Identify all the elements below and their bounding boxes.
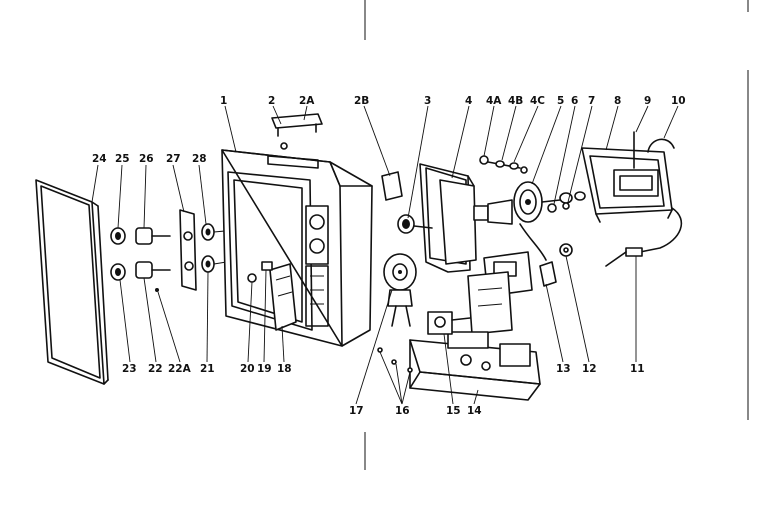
label-3: 3 — [424, 95, 431, 107]
neck-parts — [547, 202, 570, 213]
front-panel — [35, 179, 109, 385]
label-11: 11 — [630, 363, 645, 375]
main-chassis — [409, 331, 541, 401]
label-7: 7 — [588, 95, 595, 107]
label-9: 9 — [644, 95, 651, 107]
label-21: 21 — [200, 363, 215, 375]
label-26: 26 — [139, 153, 154, 165]
label-17: 17 — [349, 405, 364, 417]
carry-handle — [271, 113, 323, 150]
tuner — [427, 311, 471, 335]
label-27: 27 — [166, 153, 181, 165]
knob-bracket — [179, 209, 197, 291]
label-23: 23 — [122, 363, 137, 375]
label-4a: 4A — [486, 95, 502, 107]
control-knobs — [110, 227, 171, 292]
label-4c: 4C — [530, 95, 545, 107]
page-edge-marks — [364, 0, 749, 470]
back-cover — [581, 131, 675, 223]
label-24: 24 — [92, 153, 107, 165]
deflection-yoke — [513, 181, 586, 261]
label-20: 20 — [240, 363, 255, 375]
cabinet — [221, 149, 373, 347]
flyback-unit — [467, 251, 533, 335]
power-cord — [605, 207, 683, 267]
label-5: 5 — [557, 95, 564, 107]
label-4b: 4B — [508, 95, 523, 107]
label-13: 13 — [556, 363, 571, 375]
label-2: 2 — [268, 95, 275, 107]
leader-lines — [91, 105, 679, 405]
label-6: 6 — [571, 95, 578, 107]
tube-socket — [397, 214, 433, 234]
label-22a: 22A — [168, 363, 192, 375]
label-14: 14 — [467, 405, 482, 417]
label-2b: 2B — [354, 95, 369, 107]
label-4: 4 — [465, 95, 472, 107]
label-8: 8 — [614, 95, 621, 107]
part-labels: 1 2 2A 2B 3 4 4A 4B 4C 5 6 7 8 9 10 11 1… — [92, 95, 686, 417]
label-10: 10 — [671, 95, 686, 107]
label-2a: 2A — [299, 95, 315, 107]
label-12: 12 — [582, 363, 597, 375]
label-25: 25 — [115, 153, 130, 165]
picture-tube — [381, 163, 513, 273]
label-15: 15 — [446, 405, 461, 417]
label-18: 18 — [277, 363, 292, 375]
chassis-brackets — [539, 243, 573, 287]
yoke-parts — [479, 155, 528, 174]
label-28: 28 — [192, 153, 207, 165]
label-16: 16 — [395, 405, 410, 417]
label-22: 22 — [148, 363, 163, 375]
label-19: 19 — [257, 363, 272, 375]
side-parts — [247, 261, 297, 331]
label-1: 1 — [220, 95, 227, 107]
